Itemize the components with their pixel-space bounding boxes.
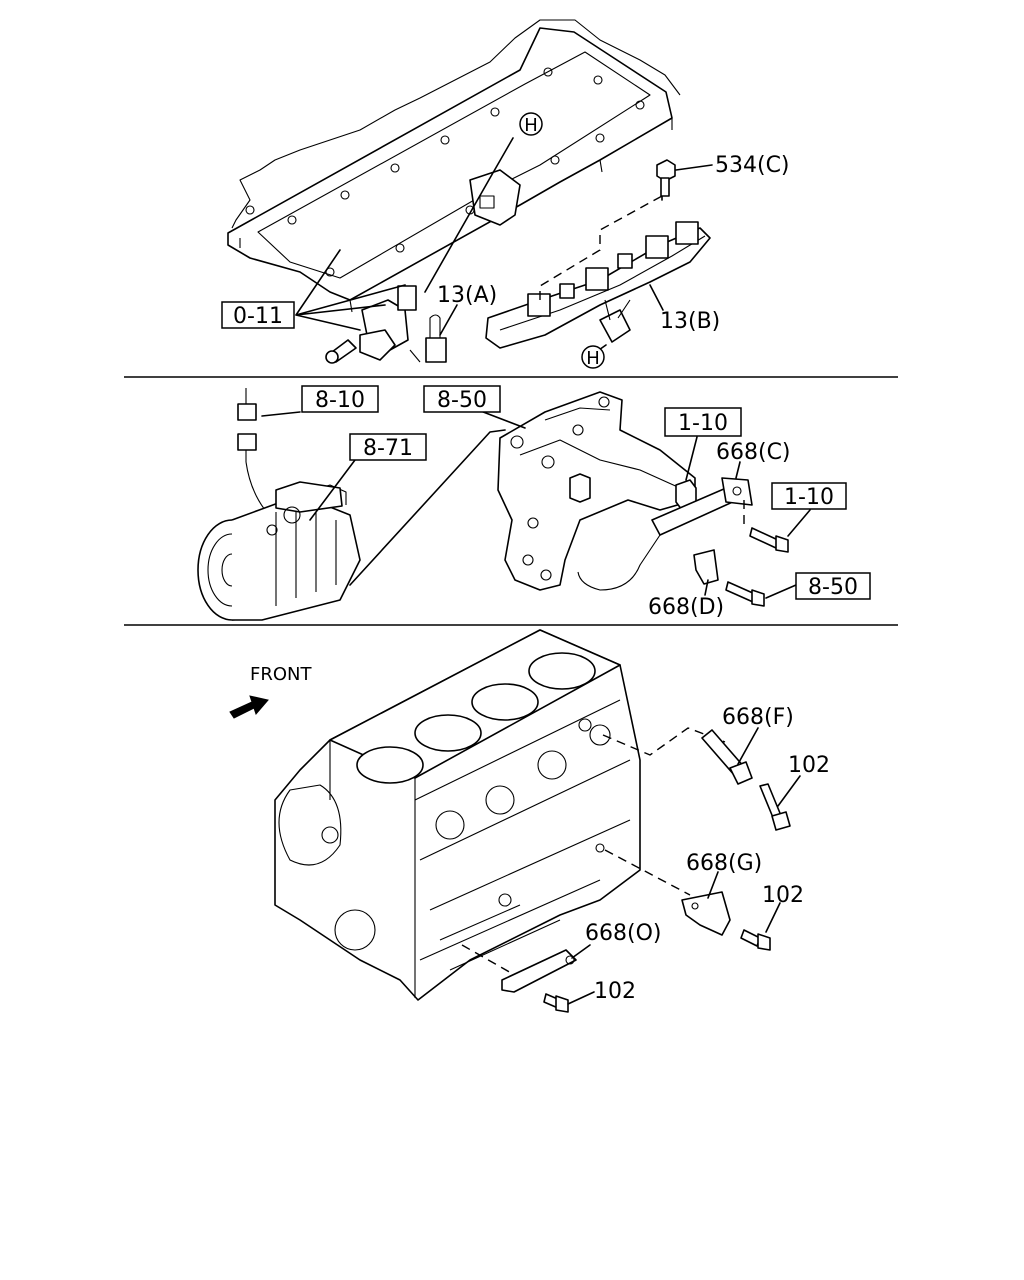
front-label: FRONT — [250, 664, 312, 685]
ref-8-50-right-label: 8-50 — [808, 575, 858, 600]
part-668o-label: 668(O) — [585, 921, 661, 946]
front-arrow-icon — [229, 695, 269, 719]
part-668d-label: 668(D) — [648, 595, 724, 620]
part-13b-label: 13(B) — [660, 309, 720, 334]
marker-h-top — [519, 112, 543, 136]
ref-box-8-71 — [349, 433, 427, 461]
bolt-1-10 — [749, 527, 789, 553]
ref-box-8-50-top — [423, 385, 501, 413]
marker-h-top-label: H — [524, 115, 538, 136]
sensor-assembly — [325, 285, 447, 364]
oil-pan-gasket — [227, 19, 681, 313]
engine-block — [274, 629, 641, 1001]
ref-1-10-right-label: 1-10 — [784, 485, 834, 510]
connector-assembly — [237, 388, 266, 511]
bolt-102-c — [543, 993, 569, 1013]
section-top: H H 0-11 13(A) 13(B) 534(C) — [221, 19, 790, 369]
bolt-8-50 — [725, 581, 765, 607]
part-668o — [501, 949, 577, 993]
part-668c-label: 668(C) — [716, 440, 791, 465]
compressor-bracket — [497, 391, 697, 591]
bolt-534c — [656, 159, 676, 197]
ref-8-71-label: 8-71 — [363, 436, 413, 461]
ref-box-1-10-top — [664, 407, 742, 437]
part-102-b-label: 102 — [762, 883, 804, 908]
marker-h-bottom — [581, 345, 605, 369]
part-668f — [701, 729, 753, 785]
bolt-102-a — [759, 783, 791, 831]
section-bottom: FRONT — [229, 629, 830, 1013]
ref-8-10-label: 8-10 — [315, 388, 365, 413]
part-668g-label: 668(G) — [686, 851, 762, 876]
part-102-a-label: 102 — [788, 753, 830, 778]
part-13a-label: 13(A) — [437, 283, 497, 308]
section-middle: 8-10 8-71 8-50 1-10 668(C) 1-10 8-50 668… — [197, 385, 871, 621]
injector-harness — [485, 221, 711, 349]
marker-h-bottom-label: H — [586, 348, 600, 369]
ref-1-10-top-label: 1-10 — [678, 411, 728, 436]
bolt-102-b — [740, 929, 771, 951]
ac-compressor — [197, 481, 361, 621]
bracket-tube — [577, 477, 753, 591]
ref-box-8-10 — [301, 385, 379, 413]
ref-box-1-10-right — [771, 482, 847, 510]
ref-box-8-50-right — [795, 572, 871, 600]
ref-box-0-11 — [221, 301, 295, 329]
part-102-c-label: 102 — [594, 979, 636, 1004]
part-668f-label: 668(F) — [722, 705, 794, 730]
part-668g — [681, 891, 731, 936]
ref-0-11-label: 0-11 — [233, 304, 283, 329]
ref-8-50-top-label: 8-50 — [437, 388, 487, 413]
part-534c-label: 534(C) — [715, 153, 790, 178]
